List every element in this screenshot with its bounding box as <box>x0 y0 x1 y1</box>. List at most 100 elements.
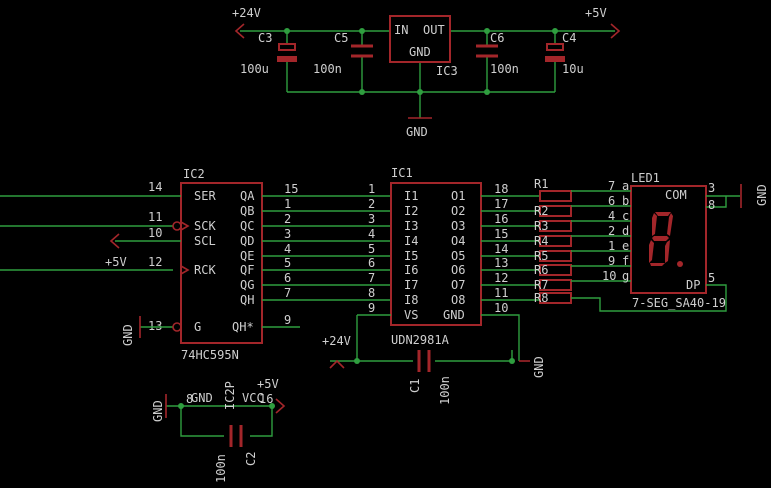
capacitor-c6: C6 100n <box>476 31 519 76</box>
capacitor-c3: C3 100u <box>240 31 297 76</box>
supply-24v-arrow-icon <box>234 23 245 39</box>
ic1-output-o5-label: O5 <box>451 249 465 263</box>
ic1-driver: IC1 UDN2981A I11I22I33I44I55I66I77I88VS9… <box>322 166 546 378</box>
svg-text:100u: 100u <box>240 62 269 76</box>
svg-text:C1: C1 <box>408 379 422 393</box>
ic2-pin-g-label: G <box>194 320 201 334</box>
led-pin-7-number: 7 <box>608 179 615 193</box>
led-com-pin-3: 3 <box>708 181 715 195</box>
ic1-input-i2-label: I2 <box>404 204 418 218</box>
ic1-input-i1-label: I1 <box>404 189 418 203</box>
ic2-pin-2-number: 2 <box>284 212 291 226</box>
ic1-body <box>390 182 482 326</box>
resistor-label: R5 <box>534 249 548 263</box>
capacitor-c5: C5 100n <box>313 31 373 76</box>
ic2-pin-qg-label: QG <box>240 278 254 292</box>
resistor-label: R7 <box>534 278 548 292</box>
ic2-pin-11-number: 11 <box>148 210 162 224</box>
power-supply: +24V +5V GND IN OUT GND IC3 C3 100u C5 1… <box>232 6 621 139</box>
net-label-5v: +5V <box>585 6 607 20</box>
ic1-output-o6-label: O6 <box>451 263 465 277</box>
regulator-name: IC3 <box>436 64 458 78</box>
ic1-input-i7-label: I7 <box>404 278 418 292</box>
ic1-input-i4-label: I4 <box>404 234 418 248</box>
svg-text:C6: C6 <box>490 31 504 45</box>
svg-text:C5: C5 <box>334 31 348 45</box>
supply-24v-arrow-icon <box>329 359 345 369</box>
ic1-pin-4-number: 4 <box>368 227 375 241</box>
svg-text:C2: C2 <box>244 452 258 466</box>
svg-text:100n: 100n <box>214 454 228 483</box>
resistor-label: R2 <box>534 204 548 218</box>
svg-text:C4: C4 <box>562 31 576 45</box>
svg-text:100n: 100n <box>490 62 519 76</box>
resistor-r2: R2 <box>534 204 572 218</box>
net-label-gnd-led: GND <box>755 184 769 206</box>
inversion-bubble-icon <box>172 221 182 231</box>
resistor-label: R4 <box>534 234 548 248</box>
led-pin-2-number: 2 <box>608 224 615 238</box>
led-seg-d-label: d <box>622 224 629 238</box>
led-body <box>630 185 707 294</box>
ic2-name: IC2 <box>183 167 205 181</box>
ic1-pin-17-number: 17 <box>494 197 508 211</box>
led-seg-f-label: f <box>622 254 629 268</box>
ic2-pin-3-number: 3 <box>284 227 291 241</box>
led-pin-1-number: 1 <box>608 239 615 253</box>
ic1-pin-14-number: 14 <box>494 242 508 256</box>
resistor-r1: R1 <box>534 177 572 202</box>
ic2p-vcc-pin: 16 <box>259 392 273 406</box>
ic2-pin-qf-label: QF <box>240 263 254 277</box>
junction <box>359 89 365 95</box>
ic2-pin-7-number: 7 <box>284 286 291 300</box>
ic2-pin-6-number: 6 <box>284 271 291 285</box>
junction <box>484 89 490 95</box>
ic2-pin-sck-label: SCK <box>194 219 216 233</box>
ic2-pin-12-number: 12 <box>148 255 162 269</box>
ic1-input-i5-label: I5 <box>404 249 418 263</box>
ic2-pin-ser-label: SER <box>194 189 216 203</box>
net-label-gnd-ic2p: GND <box>151 400 165 422</box>
led-pin-4-number: 4 <box>608 209 615 223</box>
ic2-power-pins: GND +5V GND VCC IC2P 8 16 <box>151 377 286 437</box>
led-seg-c-label: c <box>622 209 629 223</box>
ic1-pin-10-number: 10 <box>494 301 508 315</box>
led-seg-e-label: e <box>622 239 629 253</box>
ic2p-name: IC2P <box>223 381 237 410</box>
ic1-output-o4-label: O4 <box>451 234 465 248</box>
resistor-label: R3 <box>534 219 548 233</box>
led-dp-label: DP <box>686 278 700 292</box>
ic2-pin-10-number: 10 <box>148 226 162 240</box>
ic2-body <box>180 182 263 344</box>
supply-5v-arrow-icon <box>610 23 621 39</box>
ic1-pin-6-number: 6 <box>368 256 375 270</box>
ic1-output-o7-label: O7 <box>451 278 465 292</box>
junction <box>484 28 490 34</box>
ic2-pin-qh-star-label: QH* <box>232 320 254 334</box>
net-label-gnd-ic2: GND <box>121 324 135 346</box>
capacitor-c2: 100n C2 <box>214 425 258 483</box>
ic1-pin-11-number: 11 <box>494 286 508 300</box>
led-seg-a-label: a <box>622 179 629 193</box>
capacitor-c4: C4 10u <box>545 31 584 76</box>
ic1-input-i3-label: I3 <box>404 219 418 233</box>
ic2-pin-13-number: 13 <box>148 319 162 333</box>
ic1-input-i6-label: I6 <box>404 263 418 277</box>
ic1-pin-3-number: 3 <box>368 212 375 226</box>
clock-edge-icon <box>180 265 190 275</box>
svg-text:100n: 100n <box>438 376 452 405</box>
net-label-24v: +24V <box>232 6 261 20</box>
ic2-pin-14-number: 14 <box>148 180 162 194</box>
scl-arrow-icon <box>109 233 120 249</box>
seven-segment-glyph-icon <box>649 212 683 267</box>
ic2-pin-qe-label: QE <box>240 249 254 263</box>
ic1-name: IC1 <box>391 166 413 180</box>
ic2-pin-qc-label: QC <box>240 219 254 233</box>
svg-text:C3: C3 <box>258 31 272 45</box>
led-part: 7-SEG_SA40-19 <box>632 296 726 310</box>
led-com-label: COM <box>665 188 687 202</box>
ic1-input-i8-label: I8 <box>404 293 418 307</box>
